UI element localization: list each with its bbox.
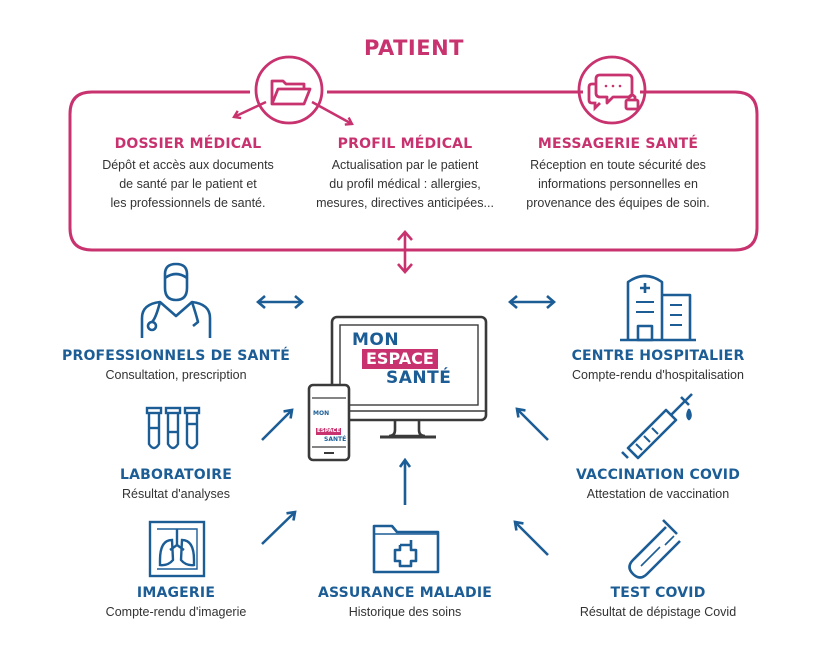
actor-assurance: ASSURANCE MALADIE Historique des soins — [300, 585, 510, 622]
messagerie-sante-desc: Réception en toute sécurité des informat… — [512, 156, 724, 213]
imagerie-desc: Compte-rendu d'imagerie — [105, 605, 247, 619]
profil-medical-title: PROFIL MÉDICAL — [337, 136, 473, 152]
profil-medical-desc: Actualisation par le patient du profil m… — [300, 156, 510, 213]
laboratoire-title: LABORATOIRE — [119, 467, 233, 483]
actor-imagerie: IMAGERIE Compte-rendu d'imagerie — [76, 585, 276, 622]
swab-tube-icon — [628, 519, 681, 579]
tablet-logo-espace: ESPACE — [316, 428, 342, 435]
profil-medical-section: PROFIL MÉDICAL Actualisation par le pati… — [300, 136, 510, 213]
messagerie-sante-line: informations personnelles en — [538, 177, 698, 191]
test-title: TEST COVID — [610, 585, 706, 601]
hospital-icon — [620, 274, 696, 342]
assurance-desc: Historique des soins — [348, 605, 462, 619]
arrow-to-profil — [311, 100, 354, 126]
imagerie-title: IMAGERIE — [136, 585, 216, 601]
messaging-lock-icon — [577, 55, 647, 125]
arrow-test — [515, 522, 549, 556]
folder-icon — [254, 55, 324, 125]
logo-line-sante: SANTÉ — [386, 368, 452, 388]
test-desc: Résultat de dépistage Covid — [579, 605, 737, 619]
page-title: PATIENT — [364, 36, 464, 60]
messagerie-sante-line: provenance des équipes de soin. — [526, 196, 710, 210]
professionnels-desc: Consultation, prescription — [105, 368, 247, 382]
professionnels-title: PROFESSIONNELS DE SANTÉ — [62, 348, 290, 364]
medical-folder-icon — [372, 524, 440, 574]
arrow-hospitalier-double — [508, 295, 556, 309]
dossier-medical-title: DOSSIER MÉDICAL — [114, 136, 262, 152]
patient-link-arrow — [397, 230, 413, 274]
messagerie-sante-section: MESSAGERIE SANTÉ Réception en toute sécu… — [512, 136, 724, 213]
arrow-imagerie — [261, 512, 295, 545]
arrow-vaccination — [517, 409, 549, 441]
actor-vaccination: VACCINATION COVID Attestation de vaccina… — [548, 467, 768, 504]
assurance-title: ASSURANCE MALADIE — [317, 585, 493, 601]
logo-line-espace: ESPACE — [362, 349, 438, 369]
tablet-logo-sante: SANTÉ — [324, 436, 347, 443]
tablet-logo: MON ESPACE SANTÉ — [313, 410, 349, 443]
dossier-medical-line: Dépôt et accès aux documents — [102, 158, 274, 172]
doctor-icon — [140, 262, 212, 338]
patient-frame — [68, 90, 759, 252]
actor-test: TEST COVID Résultat de dépistage Covid — [548, 585, 768, 622]
arrow-to-dossier — [232, 100, 267, 120]
arrow-laboratoire — [261, 410, 292, 441]
messagerie-sante-line: Réception en toute sécurité des — [530, 158, 706, 172]
actor-hospitalier: CENTRE HOSPITALIER Compte-rendu d'hospit… — [548, 348, 768, 385]
arrow-professionnels-double — [256, 295, 304, 309]
logo-line-mon: MON — [352, 330, 400, 350]
vaccination-desc: Attestation de vaccination — [586, 487, 730, 501]
profil-medical-line: du profil médical : allergies, — [329, 177, 481, 191]
actor-professionnels: PROFESSIONNELS DE SANTÉ Consultation, pr… — [60, 348, 292, 385]
mon-espace-sante-logo: MON ESPACE SANTÉ — [352, 332, 468, 398]
hospitalier-title: CENTRE HOSPITALIER — [571, 348, 745, 364]
dossier-medical-line: les professionnels de santé. — [110, 196, 266, 210]
vaccination-title: VACCINATION COVID — [575, 467, 741, 483]
messagerie-sante-title: MESSAGERIE SANTÉ — [537, 136, 699, 152]
syringe-icon — [621, 393, 693, 460]
profil-medical-line: mesures, directives anticipées... — [316, 196, 494, 210]
dossier-medical-line: de santé par le patient et — [119, 177, 257, 191]
actor-laboratoire: LABORATOIRE Résultat d'analyses — [76, 467, 276, 504]
dossier-medical-desc: Dépôt et accès aux documents de santé pa… — [84, 156, 292, 213]
tablet-icon — [307, 383, 351, 462]
lungs-xray-icon — [148, 520, 206, 578]
profil-medical-line: Actualisation par le patient — [331, 158, 479, 172]
tablet-logo-mon: MON — [313, 410, 330, 417]
dossier-medical-section: DOSSIER MÉDICAL Dépôt et accès aux docum… — [84, 136, 292, 213]
test-tubes-icon — [145, 406, 201, 450]
hospitalier-desc: Compte-rendu d'hospitalisation — [572, 368, 744, 382]
laboratoire-desc: Résultat d'analyses — [121, 487, 230, 501]
